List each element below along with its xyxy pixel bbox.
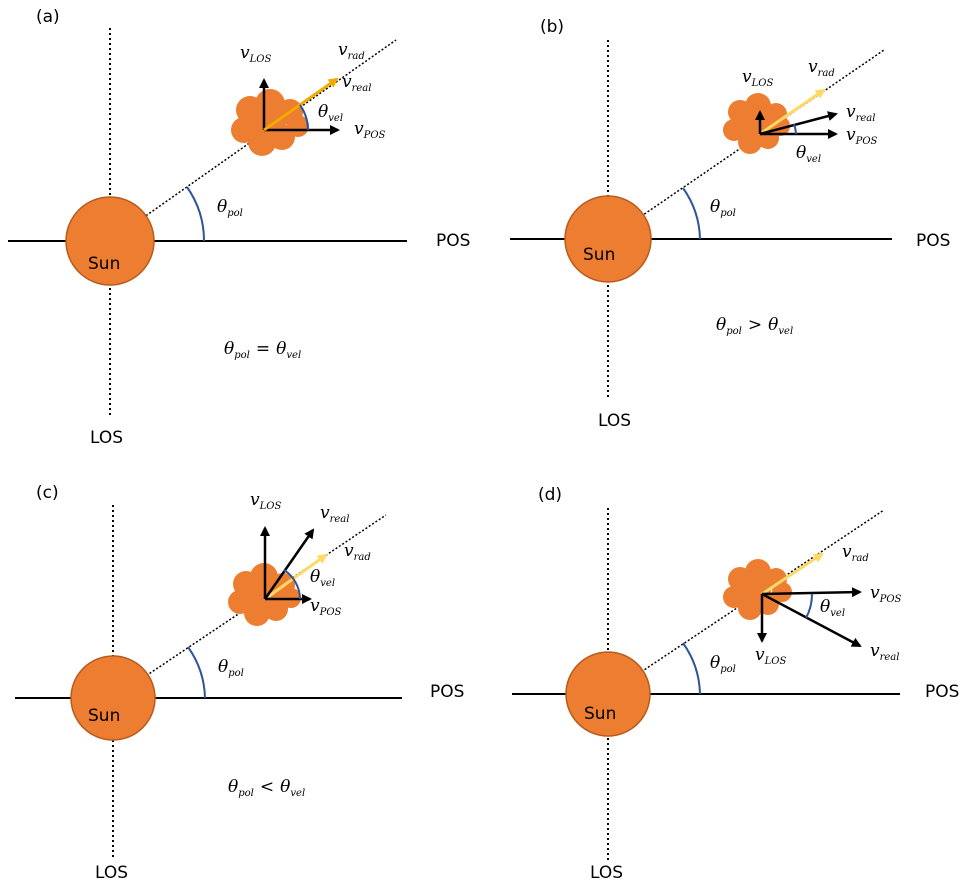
cme-cloud [723, 93, 790, 154]
sun [565, 651, 651, 737]
panel-tag: (b) [540, 17, 564, 37]
theta-pol-label: θpol [710, 653, 736, 675]
sun-label: Sun [88, 254, 120, 274]
relation-label: θpol=θvel [224, 339, 301, 361]
sun [564, 195, 652, 283]
v-los-label: vLOS [742, 67, 773, 89]
v-rad-label: vrad [344, 541, 371, 563]
v-real-label: vreal [320, 503, 349, 525]
cme-cloud [231, 89, 309, 156]
theta-pol-arc [187, 646, 206, 699]
v-pos-arrow [761, 587, 862, 598]
panel-b: (b) Sun θpol POS LOS vLOS vrad vreal vPO… [510, 17, 950, 431]
v-rad-label: vrad [808, 57, 835, 79]
theta-pol-arc [186, 186, 206, 242]
theta-vel-arc [793, 123, 797, 135]
v-rad-arrow [264, 553, 328, 601]
cme-cloud [723, 559, 792, 620]
panel-a: (a) Sun θpol POS LOS vLOS vrad vreal θve… [8, 7, 470, 448]
pos-label: POS [925, 682, 959, 702]
theta-pol-label: θpol [710, 197, 736, 219]
v-los-label: vLOS [250, 490, 281, 512]
theta-vel-label: θvel [820, 597, 845, 619]
v-real-arrow [263, 77, 339, 132]
v-rad-label: vrad [338, 40, 365, 62]
theta-vel-arc [805, 593, 814, 619]
v-pos-label: vPOS [310, 596, 342, 618]
los-label: LOS [590, 863, 623, 883]
relation-label: θpol<θvel [228, 777, 305, 799]
theta-vel-label: θvel [796, 143, 821, 165]
v-real-arrow [761, 592, 862, 648]
theta-vel-label: θvel [310, 567, 335, 589]
v-rad-arrow [759, 88, 826, 136]
theta-pol-arc [682, 187, 701, 240]
v-pos-label: vPOS [354, 119, 386, 141]
sun-label: Sun [88, 706, 120, 726]
v-real-label: vreal [870, 641, 899, 663]
sun-label: Sun [583, 245, 615, 265]
v-los-label: vLOS [755, 645, 786, 667]
panel-c: (c) Sun θpol POS LOS vLOS vreal vrad θve… [15, 483, 464, 883]
v-real-arrow [263, 528, 315, 600]
theta-vel-arc [299, 104, 309, 131]
v-pos-label: vPOS [870, 583, 902, 605]
theta-vel-arc [283, 569, 301, 600]
v-real-label: vreal [342, 72, 371, 94]
panel-tag: (d) [538, 485, 562, 505]
v-real-arrow [759, 111, 838, 136]
panel-d: (d) Sun θpol POS LOS vrad vPOS θvel vLOS… [512, 485, 959, 883]
los-label: LOS [95, 863, 128, 883]
theta-pol-label: θpol [218, 657, 244, 679]
pos-label: POS [436, 231, 470, 251]
v-pos-label: vPOS [846, 125, 878, 147]
panel-tag: (c) [36, 483, 59, 503]
sun [70, 655, 156, 741]
pos-label: POS [916, 231, 950, 251]
v-los-label: vLOS [240, 43, 271, 65]
los-label: LOS [90, 428, 123, 448]
sun [65, 196, 155, 286]
theta-pol-label: θpol [217, 197, 243, 219]
panel-tag: (a) [36, 7, 60, 27]
theta-pol-arc [682, 642, 701, 695]
v-rad-label: vrad [842, 542, 869, 564]
v-real-label: vreal [846, 102, 875, 124]
pos-label: POS [430, 682, 464, 702]
los-label: LOS [598, 411, 631, 431]
theta-vel-label: θvel [318, 102, 343, 124]
relation-label: θpol>θvel [716, 315, 793, 337]
v-rad-arrow [761, 552, 824, 596]
sun-label: Sun [584, 704, 616, 724]
